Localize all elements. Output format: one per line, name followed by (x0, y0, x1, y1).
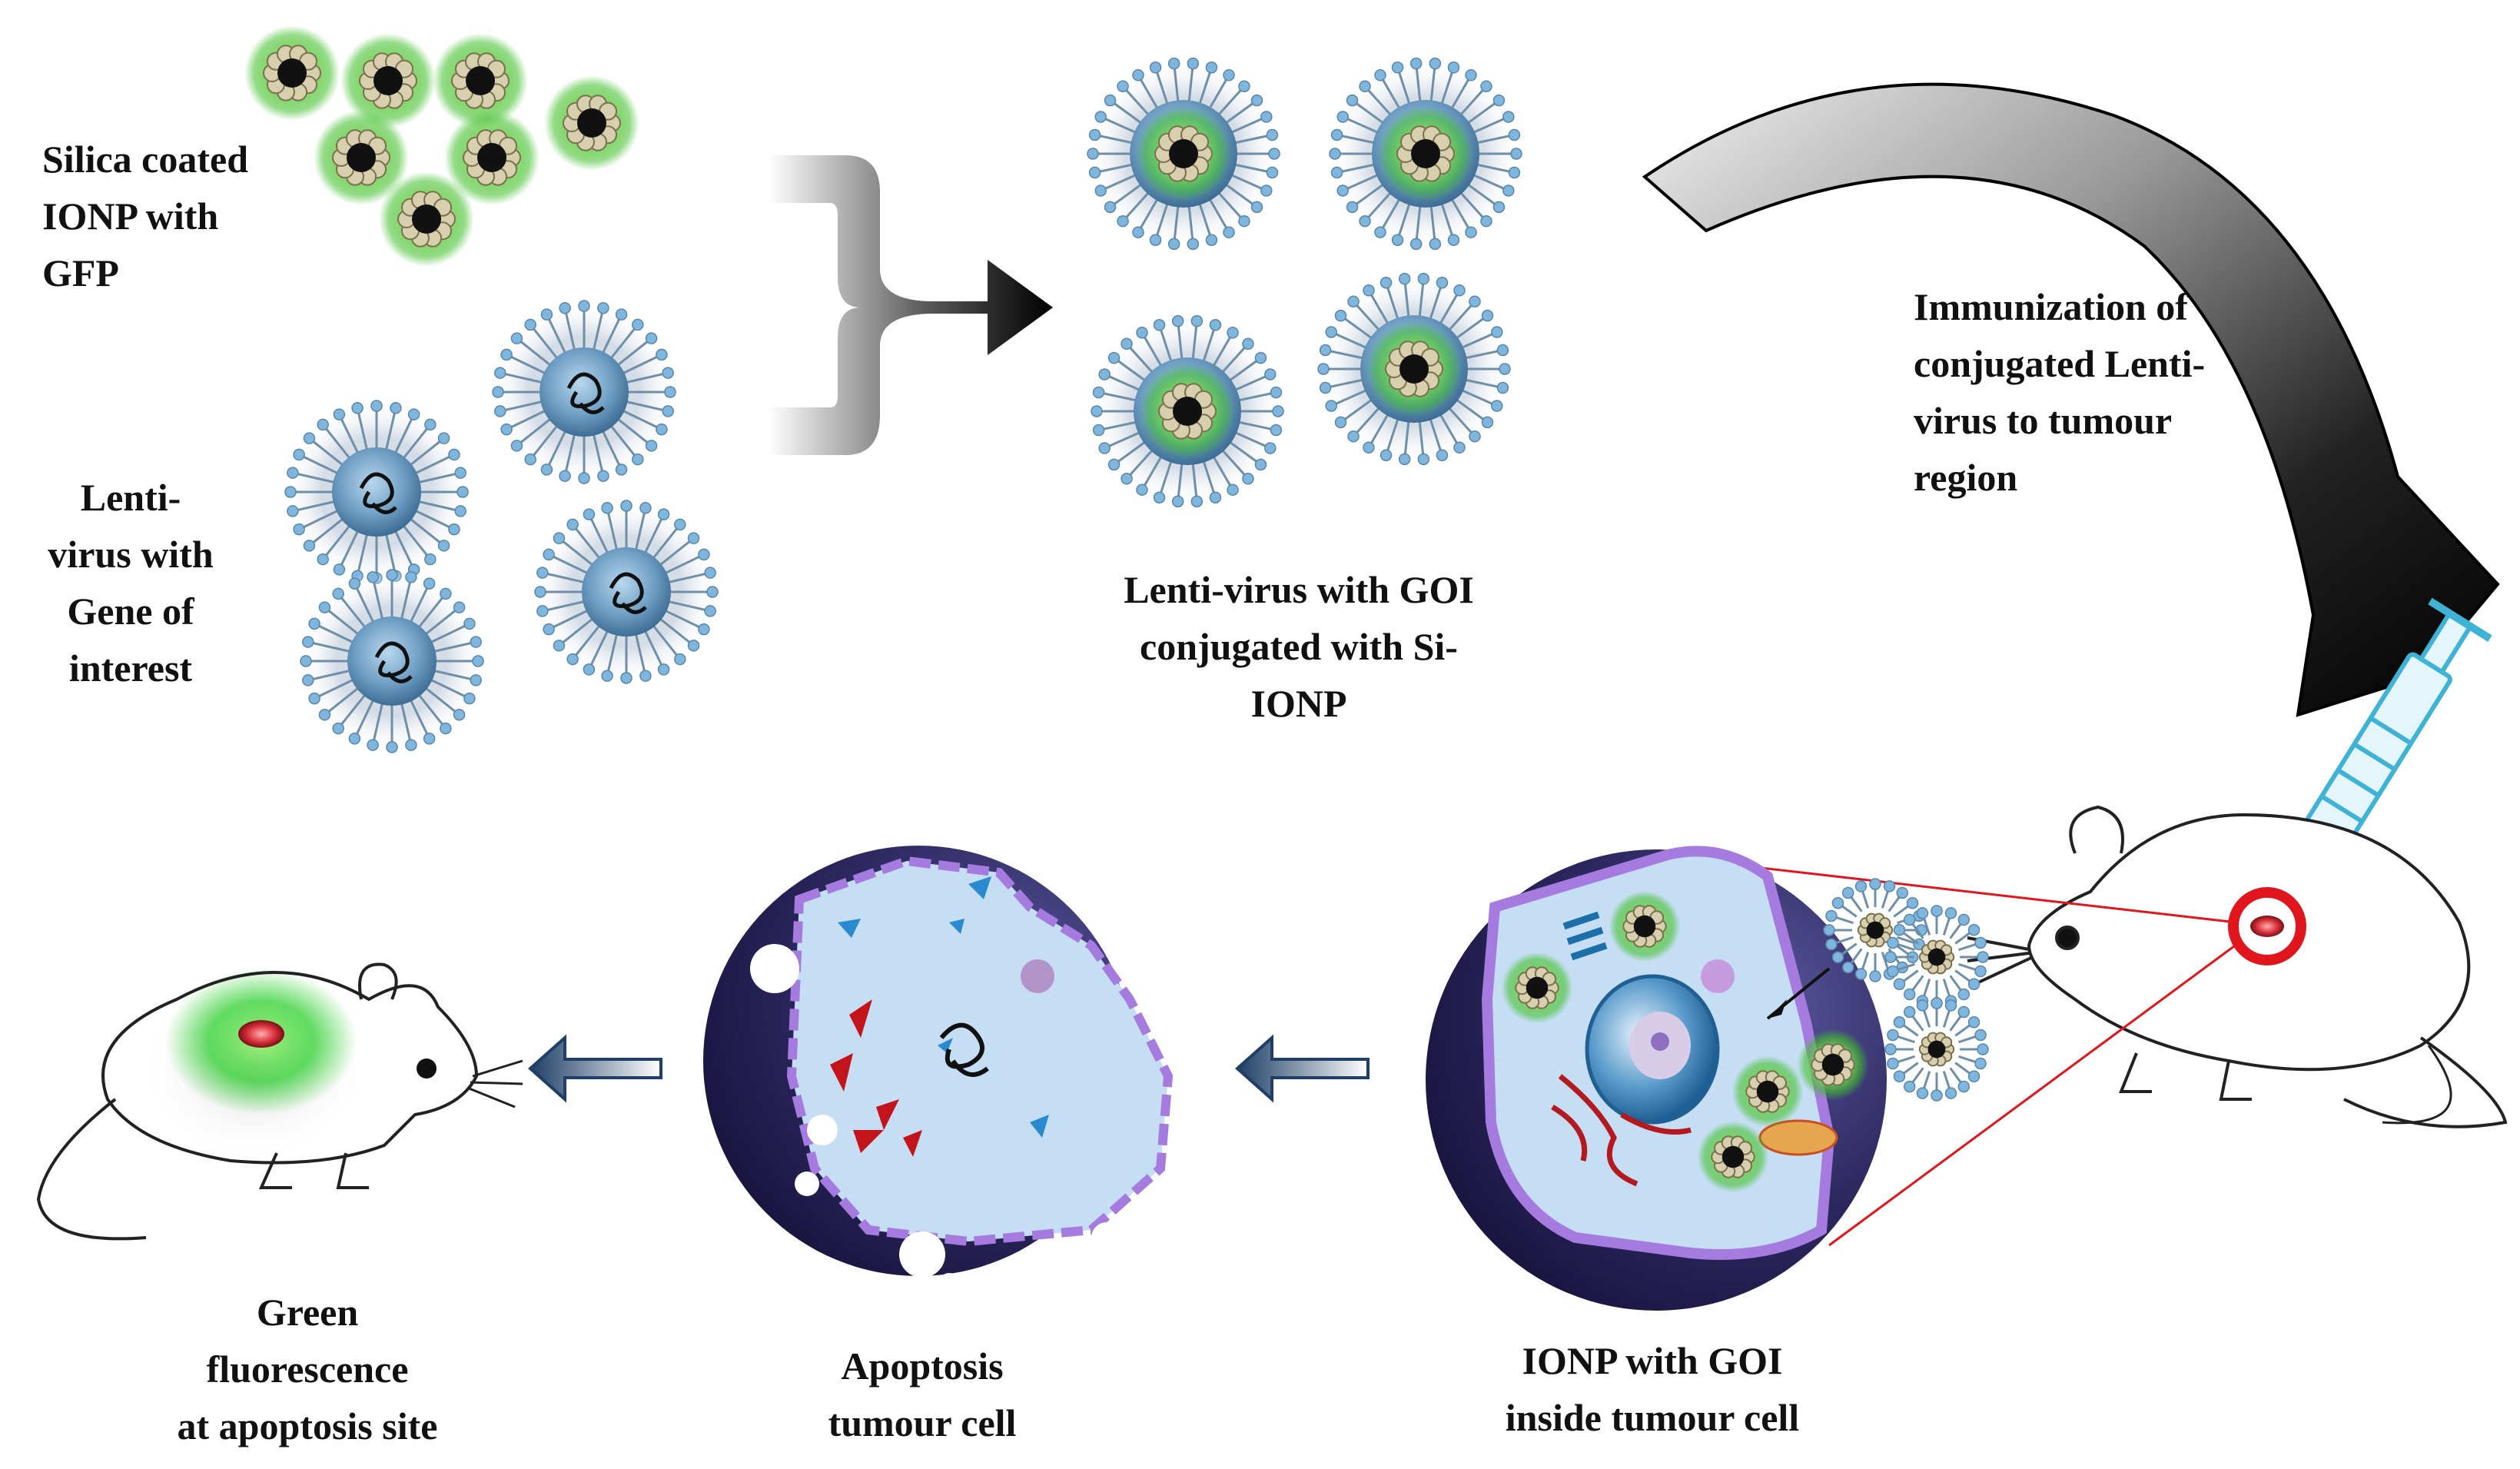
ionp-particle (314, 110, 409, 205)
merge-arrow-icon (769, 155, 1053, 455)
ionp-particle (244, 25, 340, 121)
lentivirus-particle (300, 569, 484, 753)
lentivirus-particle (534, 500, 719, 684)
ionp-particle (1918, 1032, 1955, 1067)
ionp-particle (379, 171, 474, 267)
extracellular-conjugate (1884, 997, 1989, 1102)
left-arrow-icon (1234, 1034, 1370, 1103)
lentivirus-particle (492, 300, 676, 484)
immunization-label: Immunization of conjugated Lenti- virus … (1914, 285, 2206, 499)
ionp-particle (1918, 939, 1955, 975)
conjugated-particle (1091, 314, 1284, 508)
ionp-particle (544, 75, 639, 171)
silica-ionp-label: Silica coated IONP with GFP (42, 138, 249, 294)
inside-cell-label: IONP with GOI inside tumour cell (1505, 1339, 1800, 1439)
conjugated-particle-cluster (1087, 57, 1522, 508)
conjugated-particle (1087, 57, 1280, 251)
gene-of-interest-icon (939, 1022, 989, 1077)
fluorescence-label: Green fluorescence at apoptosis site (177, 1291, 438, 1447)
conjugated-particle (1329, 57, 1522, 251)
ionp-particle (1501, 952, 1573, 1024)
ionp-particle (340, 33, 436, 128)
ionp-particle (1136, 106, 1231, 201)
ionp-particle (444, 110, 540, 205)
ionp-particle (1140, 364, 1235, 459)
left-arrow-icon (527, 1034, 662, 1103)
ionp-particle (1797, 1029, 1869, 1101)
apoptosis-label: Apoptosis tumour cell (828, 1344, 1017, 1444)
ionp-particle (1366, 321, 1462, 417)
lentivirus-label: Lenti- virus with Gene of interest (48, 476, 214, 690)
conjugate-label: Lenti-virus with GOI conjugated with Si-… (1124, 568, 1474, 725)
lentivirus-particle (284, 400, 469, 584)
silica-ionp-cluster (244, 25, 639, 267)
mouse-icon (1967, 805, 2508, 1128)
ionp-particle (1697, 1121, 1769, 1193)
ionp-particle (1857, 912, 1894, 948)
ionp-particle (1609, 890, 1681, 962)
intracellular-ionp-group (1501, 878, 1989, 1193)
ionp-particle (1731, 1055, 1804, 1128)
ionp-particle (433, 33, 528, 128)
tumour-cell-with-ionp (1426, 846, 1989, 1311)
ionp-particle (1378, 106, 1473, 201)
conjugated-particle (1317, 272, 1511, 466)
lentivirus-cluster (284, 300, 719, 753)
mouse-icon (36, 962, 523, 1241)
apoptosis-tumour-cell (703, 846, 1174, 1296)
